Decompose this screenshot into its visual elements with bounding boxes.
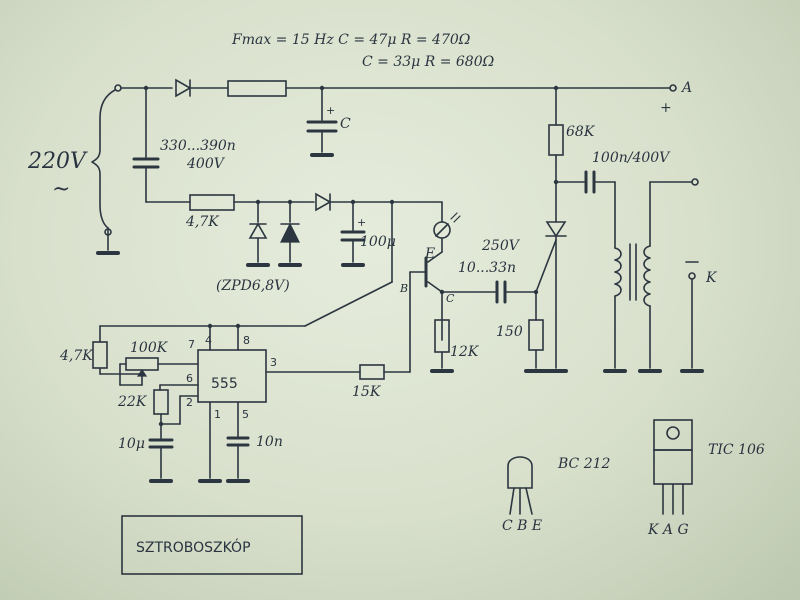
resistor-4k7-left bbox=[92, 341, 108, 369]
low-voltage-supply: + bbox=[99, 192, 443, 327]
capacitor-series-value: 330...390n bbox=[160, 138, 236, 154]
header-line2: C = 33μ R = 680Ω bbox=[362, 54, 495, 70]
resistor-r-top bbox=[227, 80, 287, 97]
diagram-title: SZTROBOSZKÓP bbox=[136, 538, 251, 556]
pin-7-label: 7 bbox=[188, 338, 195, 351]
pin-1-label: 1 bbox=[214, 408, 221, 421]
zener-diode-2 bbox=[280, 222, 300, 243]
node-k-label: K bbox=[705, 270, 718, 286]
pin-6-label: 6 bbox=[186, 372, 193, 385]
tic106-package-icon bbox=[653, 419, 693, 515]
mains-input bbox=[91, 84, 122, 255]
transistor-bc212 bbox=[409, 201, 496, 373]
capacitor-100n-label: 100n/400V bbox=[592, 150, 671, 166]
capacitor-100u-label: 100μ bbox=[360, 234, 396, 250]
mains-voltage-label: 220V bbox=[27, 149, 88, 174]
transistor-base-label: B bbox=[399, 282, 408, 295]
title-box bbox=[121, 515, 303, 575]
zener-diode-1 bbox=[248, 222, 268, 239]
header-line1: Fmax = 15 Hz C = 47μ R = 470Ω bbox=[231, 32, 471, 48]
transistor-emitter-label: E bbox=[424, 246, 435, 262]
rectifier-diode-low bbox=[315, 192, 332, 212]
potentiometer-100k bbox=[125, 357, 159, 371]
node-a-plus: + bbox=[660, 100, 672, 116]
capacitor-10u-label: 10μ bbox=[118, 436, 145, 452]
pin-3-label: 3 bbox=[270, 356, 277, 369]
scr-stage bbox=[544, 87, 616, 373]
resistor-4k7-top-label: 4,7K bbox=[185, 214, 220, 230]
capacitor-c: + bbox=[306, 87, 338, 157]
capacitor-series bbox=[132, 87, 160, 203]
resistor-4k7-top bbox=[189, 194, 235, 211]
capacitor-series-voltage: 400V bbox=[186, 156, 226, 172]
tic106-label: TIC 106 bbox=[708, 442, 765, 458]
resistor-150 bbox=[528, 319, 544, 351]
resistor-22k-label: 22K bbox=[117, 394, 148, 410]
svg-text:+: + bbox=[357, 216, 366, 229]
resistor-15k-label: 15K bbox=[352, 384, 382, 400]
capacitor-c-label: C bbox=[340, 116, 351, 132]
mains-ac-label: ~ bbox=[52, 177, 70, 202]
capacitor-10n-label: 10n bbox=[256, 434, 283, 450]
potentiometer-100k-label: 100K bbox=[130, 340, 169, 356]
chip-555-label: 555 bbox=[211, 376, 238, 392]
svg-text:+: + bbox=[326, 104, 335, 117]
chip-555 bbox=[197, 349, 267, 403]
pin-4-label: 4 bbox=[205, 334, 212, 347]
resistor-15k bbox=[359, 364, 385, 380]
top-rail bbox=[120, 78, 677, 98]
bc212-pins-label: C B E bbox=[502, 518, 542, 534]
capacitor-coupling-voltage: 250V bbox=[481, 238, 521, 254]
resistor-12k-label: 12K bbox=[450, 344, 480, 360]
rectifier-diode-top bbox=[175, 78, 192, 98]
node-a-label: A bbox=[680, 80, 692, 96]
tic106-pins-label: K A G bbox=[647, 522, 689, 538]
bc212-label: BC 212 bbox=[557, 456, 611, 472]
capacitor-coupling-value: 10...33n bbox=[458, 260, 516, 276]
pin-8-label: 8 bbox=[243, 334, 250, 347]
trigger-transformer bbox=[603, 178, 704, 373]
zener-label: (ZPD6,8V) bbox=[216, 278, 290, 294]
resistor-68k bbox=[548, 124, 564, 156]
resistor-22k bbox=[153, 389, 169, 415]
thyristor-tic106 bbox=[545, 221, 567, 238]
timer-555 bbox=[92, 323, 411, 483]
resistor-68k-label: 68K bbox=[566, 124, 596, 140]
pin-5-label: 5 bbox=[242, 408, 249, 421]
capacitor-coupling bbox=[495, 239, 557, 373]
resistor-150-label: 150 bbox=[496, 324, 523, 340]
bc212-package-icon bbox=[507, 456, 533, 515]
transistor-collector-label: C bbox=[446, 292, 455, 305]
resistor-4k7-left-label: 4,7K bbox=[59, 348, 94, 364]
pin-2-label: 2 bbox=[186, 396, 193, 409]
